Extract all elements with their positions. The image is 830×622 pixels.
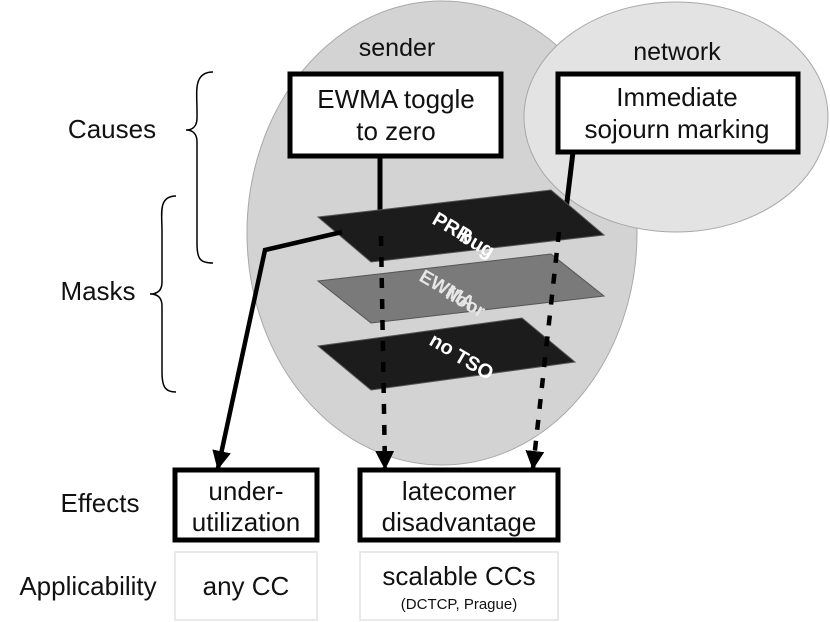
arrow-to-underutilization [212,229,343,470]
applicability-box-any [174,551,318,621]
effect-right-line2: disadvantage [382,507,537,537]
applicability-any-cc: any CC [203,571,290,601]
network-cause-connector [563,151,576,211]
effect-left-line1: under- [208,476,283,506]
cause-ewma-line2: to zero [356,116,436,146]
mask-ewma-floor [316,253,606,324]
effect-right-line1: latecomer [402,476,516,506]
applicability-scalable-examples: (DCTCP, Prague) [401,596,517,613]
sender-label: sender [359,34,435,62]
cause-network-line2: sojourn marking [585,114,770,144]
effect-box-underutilization [172,467,320,543]
effect-left-line2: utilization [192,507,300,537]
applicability-box-scalable [359,551,559,621]
causes-row-label: Causes [68,114,156,144]
arrow-network-to-latecomer [525,231,562,470]
cause-box-immediate-marking [555,71,801,155]
effect-box-latecomer [357,467,561,543]
mask-no-tso [316,317,577,391]
masks-brace [149,195,177,393]
cause-network-line1: Immediate [616,82,737,112]
applicability-row-label: Applicability [19,571,156,601]
network-label: network [633,38,721,66]
masks-row-label: Masks [60,276,135,306]
causes-brace [185,71,214,264]
effects-row-label: Effects [60,488,139,518]
applicability-scalable-ccs: scalable CCs [382,561,535,591]
arrow-sender-to-latecomer [375,235,395,470]
mask-prr-bug [316,189,606,263]
cause-box-ewma-toggle [287,71,504,159]
cause-ewma-line1: EWMA toggle [317,84,475,114]
